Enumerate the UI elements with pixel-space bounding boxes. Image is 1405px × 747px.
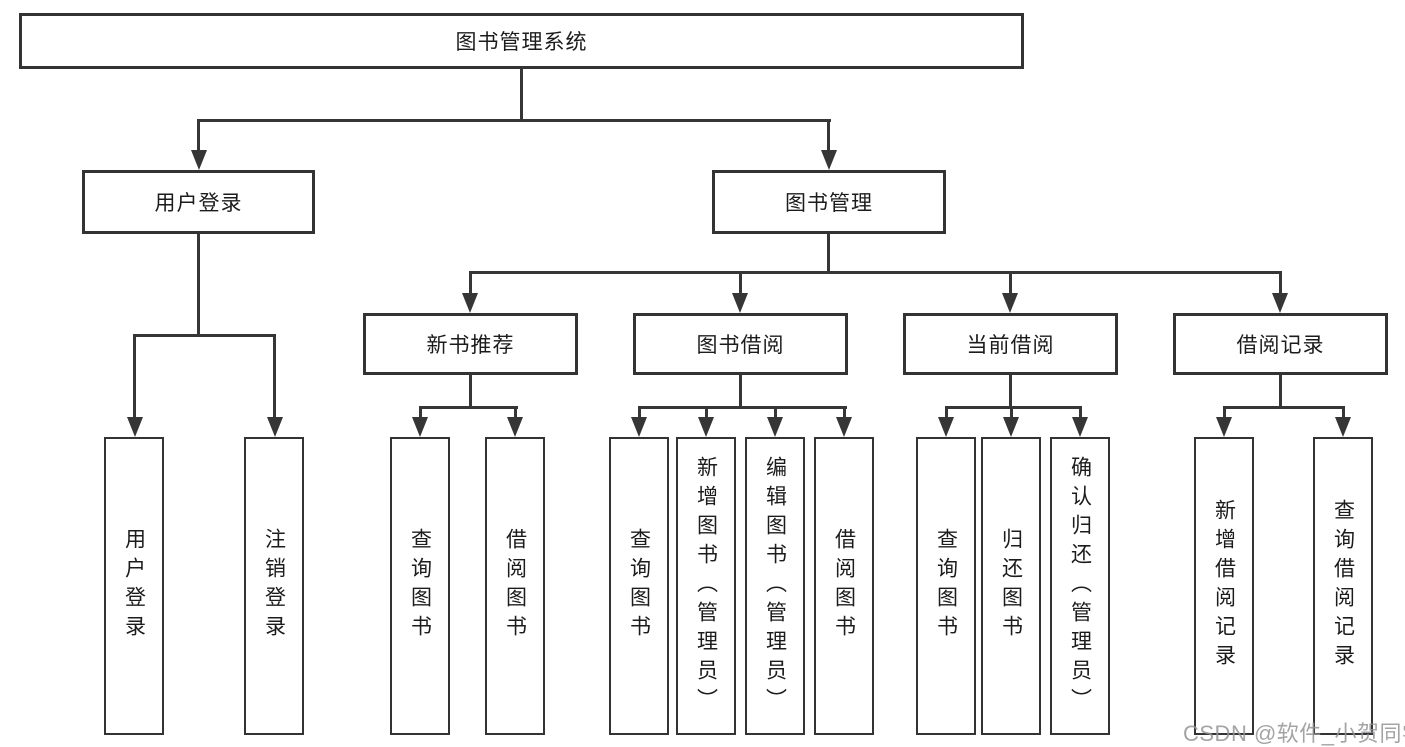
- connector-new-books-branch: [419, 406, 518, 409]
- connector-records-trunk: [1279, 374, 1282, 409]
- node-root-label: 图书管理系统: [455, 31, 588, 54]
- leaf-user-login-label: 用户登录: [122, 528, 146, 644]
- arrowhead-leaf-logout-icon: [267, 417, 283, 437]
- connector-new-books-trunk: [469, 374, 472, 409]
- connector-stem-br-add: [705, 406, 708, 420]
- node-new-book-recommend: 新书推荐: [363, 313, 578, 375]
- arrowhead-records-icon: [1272, 293, 1288, 313]
- connector-borrowing-branch: [638, 406, 847, 409]
- leaf-nb-borrow-books-label: 借阅图书: [503, 528, 527, 644]
- connector-stem-re-add: [1223, 406, 1226, 420]
- node-root-system: 图书管理系统: [19, 13, 1024, 69]
- node-borrowing-records-label: 借阅记录: [1236, 334, 1325, 357]
- connector-stem-new-books: [469, 271, 472, 297]
- connector-stem-cu-confirm: [1079, 406, 1082, 420]
- arrowhead-borrowing-icon: [732, 293, 748, 313]
- connector-current-trunk: [1009, 374, 1012, 409]
- connector-stem-leaf-login: [133, 334, 136, 420]
- node-new-book-recommend-label: 新书推荐: [426, 334, 515, 357]
- arrowhead-re-add-icon: [1216, 417, 1232, 437]
- connector-stem-cu-query: [945, 406, 948, 420]
- node-borrowing-records: 借阅记录: [1173, 313, 1388, 375]
- leaf-nb-query-books: 查询图书: [390, 437, 450, 735]
- arrowhead-nb-borrow-icon: [507, 417, 523, 437]
- leaf-br-borrow-books-label: 借阅图书: [832, 528, 856, 644]
- connector-stem-br-edit: [774, 406, 777, 420]
- leaf-br-query-books-label: 查询图书: [627, 528, 651, 644]
- connector-stem-book-mgmt: [827, 119, 830, 153]
- connector-book-mgmt-trunk: [827, 233, 830, 274]
- leaf-cu-query-books: 查询图书: [916, 437, 976, 735]
- leaf-cu-confirm-return-admin-label: 确认归还（管理员）: [1068, 455, 1092, 717]
- node-current-borrowing-label: 当前借阅: [966, 334, 1055, 357]
- node-user-login: 用户登录: [82, 170, 315, 234]
- connector-book-mgmt-branch: [469, 271, 1282, 274]
- arrowhead-cu-confirm-icon: [1072, 417, 1088, 437]
- arrowhead-nb-query-icon: [412, 417, 428, 437]
- connector-stem-br-query: [638, 406, 641, 420]
- connector-stem-borrowing: [739, 271, 742, 297]
- connector-root-trunk: [520, 67, 523, 121]
- leaf-br-query-books: 查询图书: [609, 437, 669, 735]
- leaf-br-add-books-admin-label: 新增图书（管理员）: [694, 455, 718, 717]
- arrowhead-br-edit-icon: [767, 417, 783, 437]
- connector-stem-current: [1009, 271, 1012, 297]
- arrowhead-br-query-icon: [631, 417, 647, 437]
- leaf-nb-borrow-books: 借阅图书: [485, 437, 545, 735]
- arrowhead-br-borrow-icon: [836, 417, 852, 437]
- leaf-cu-return-books-label: 归还图书: [999, 528, 1023, 644]
- arrowhead-leaf-login-icon: [127, 417, 143, 437]
- node-user-login-label: 用户登录: [154, 192, 243, 215]
- leaf-re-query-record: 查询借阅记录: [1313, 437, 1373, 735]
- arrowhead-re-query-icon: [1335, 417, 1351, 437]
- connector-stem-nb-borrow: [514, 406, 517, 420]
- connector-stem-leaf-logout: [273, 334, 276, 420]
- arrowhead-book-mgmt-icon: [821, 150, 837, 170]
- arrowhead-current-icon: [1002, 293, 1018, 313]
- leaf-br-add-books-admin: 新增图书（管理员）: [676, 437, 736, 735]
- node-book-management-label: 图书管理: [785, 192, 873, 215]
- leaf-cu-return-books: 归还图书: [981, 437, 1041, 735]
- connector-borrowing-trunk: [739, 374, 742, 409]
- csdn-watermark: CSDN @软件_小贺同学: [1183, 721, 1405, 746]
- leaf-nb-query-books-label: 查询图书: [408, 528, 432, 644]
- node-book-borrowing: 图书借阅: [633, 313, 848, 375]
- leaf-br-edit-books-admin: 编辑图书（管理员）: [745, 437, 805, 735]
- leaf-logout: 注销登录: [244, 437, 304, 735]
- leaf-re-add-record-label: 新增借阅记录: [1212, 499, 1236, 673]
- leaf-cu-query-books-label: 查询图书: [934, 528, 958, 644]
- connector-stem-re-query: [1342, 406, 1345, 420]
- node-book-borrowing-label: 图书借阅: [696, 334, 785, 357]
- leaf-br-edit-books-admin-label: 编辑图书（管理员）: [763, 455, 787, 717]
- connector-stem-records: [1279, 271, 1282, 297]
- connector-stem-cu-return: [1010, 406, 1013, 420]
- connector-stem-nb-query: [419, 406, 422, 420]
- arrowhead-user-login-icon: [191, 150, 207, 170]
- node-current-borrowing: 当前借阅: [903, 313, 1118, 375]
- node-book-management: 图书管理: [712, 170, 946, 234]
- leaf-cu-confirm-return-admin: 确认归还（管理员）: [1050, 437, 1110, 735]
- leaf-logout-label: 注销登录: [262, 528, 286, 644]
- arrowhead-cu-return-icon: [1003, 417, 1019, 437]
- leaf-br-borrow-books: 借阅图书: [814, 437, 874, 735]
- connector-root-branch: [197, 119, 831, 122]
- arrowhead-cu-query-icon: [938, 417, 954, 437]
- leaf-re-query-record-label: 查询借阅记录: [1331, 499, 1355, 673]
- connector-records-branch: [1223, 406, 1345, 409]
- arrowhead-br-add-icon: [698, 417, 714, 437]
- connector-current-branch: [945, 406, 1082, 409]
- connector-stem-br-borrow: [843, 406, 846, 420]
- connector-user-login-trunk: [197, 233, 200, 336]
- connector-stem-user-login: [197, 119, 200, 153]
- leaf-user-login: 用户登录: [104, 437, 164, 735]
- leaf-re-add-record: 新增借阅记录: [1194, 437, 1254, 735]
- connector-user-login-branch: [133, 334, 276, 337]
- arrowhead-new-books-icon: [462, 293, 478, 313]
